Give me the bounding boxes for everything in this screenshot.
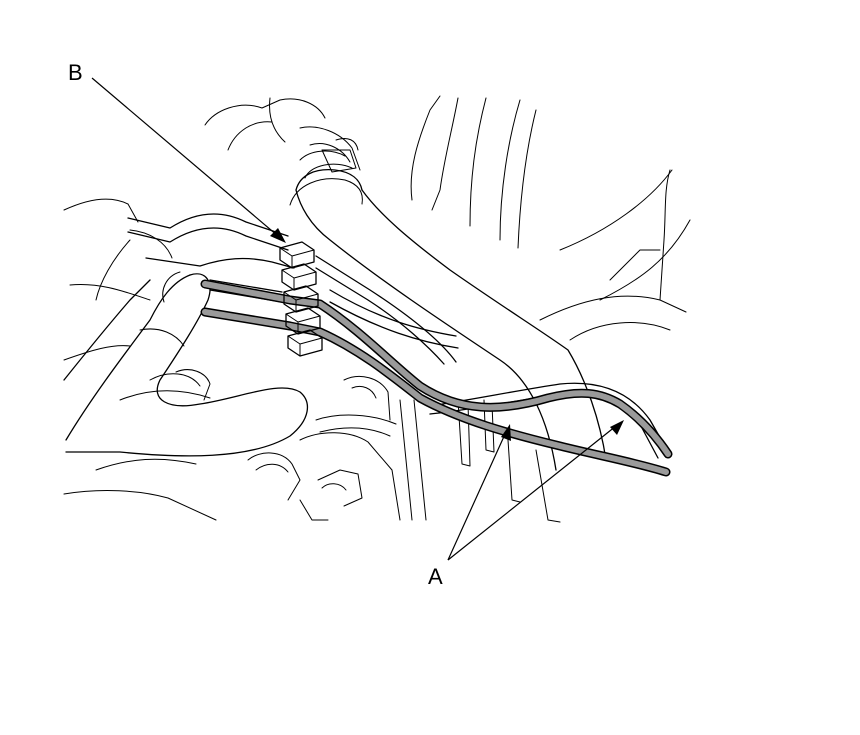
large-hose [289, 150, 607, 471]
engine-background [63, 95, 691, 523]
white-lines [127, 213, 667, 459]
clip-5 [287, 329, 323, 357]
leader-lines [91, 77, 624, 561]
leader-line-a-left [447, 431, 507, 561]
clip-stack [279, 241, 323, 357]
clip-2 [281, 263, 317, 291]
clip-3 [283, 285, 319, 313]
clip-4 [285, 307, 321, 335]
shaded-lines [200, 279, 673, 477]
arrowhead-b [270, 228, 286, 243]
leader-line-b [91, 77, 279, 237]
callout-label-a: A [428, 564, 443, 589]
callout-label-b: B [68, 60, 83, 85]
arrowhead-a-left [501, 424, 511, 441]
arrowhead-a-right [610, 420, 624, 435]
leader-line-a-right [447, 425, 617, 561]
clip-1 [279, 241, 315, 269]
